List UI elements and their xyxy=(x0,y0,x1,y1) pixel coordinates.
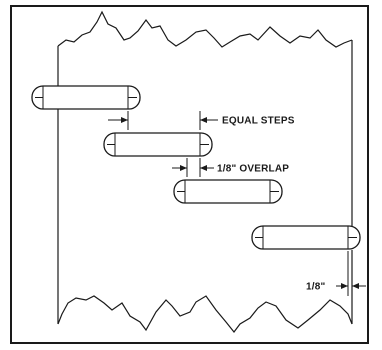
sanding-block-3 xyxy=(173,179,283,204)
sanding-block-2 xyxy=(103,132,213,157)
arrowhead-icon xyxy=(180,165,187,171)
equal-steps-label: EQUAL STEPS xyxy=(222,116,295,127)
sanding-block-4 xyxy=(251,225,361,250)
arrowhead-icon xyxy=(341,283,348,289)
edge-offset-dimension: 1/8" xyxy=(306,251,366,296)
workpiece-board xyxy=(57,10,353,333)
arrowhead-icon xyxy=(200,117,207,123)
equal-steps-dimension: EQUAL STEPS xyxy=(108,111,295,130)
arrowhead-icon xyxy=(352,283,359,289)
arrowhead-icon xyxy=(121,117,128,123)
sanding-block-1 xyxy=(31,85,141,110)
arrowhead-icon xyxy=(200,165,207,171)
overlap-dimension: 1/8" OVERLAP xyxy=(172,158,289,177)
board-torn-top-edge xyxy=(57,10,353,48)
edge-offset-label: 1/8" xyxy=(306,282,326,293)
board-torn-bottom-edge xyxy=(57,295,353,333)
overlap-label: 1/8" OVERLAP xyxy=(217,164,289,175)
diagram-frame xyxy=(10,5,369,344)
